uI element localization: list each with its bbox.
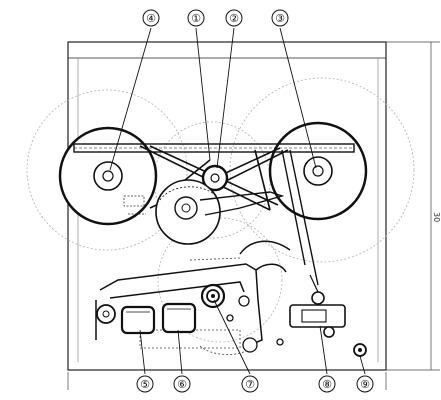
callout-3-label: ③: [275, 12, 285, 25]
callout-6: ⑥: [173, 375, 191, 393]
tape-guide-bar: [73, 143, 355, 153]
record-play-head: [161, 302, 197, 334]
callout-1-label: ①: [191, 12, 201, 25]
right-reel: [268, 121, 368, 221]
callout-5: ⑤: [136, 375, 154, 393]
callout-8: ⑧: [318, 375, 336, 393]
left-reel: [58, 126, 158, 226]
callout-2: ②: [225, 9, 243, 27]
flywheel: [155, 179, 221, 245]
lever-switch-block: [289, 274, 346, 338]
erase-head: [120, 305, 156, 335]
callout-7-label: ⑦: [245, 378, 255, 391]
height-dimension-line: [386, 41, 440, 371]
callout-3: ③: [271, 9, 289, 27]
callout-7: ⑦: [241, 375, 259, 393]
idler-mechanism: [123, 195, 146, 215]
tension-arm: [199, 149, 319, 286]
bottom-dimension-line: [67, 372, 387, 390]
callout-6-label: ⑥: [177, 378, 187, 391]
callout-1: ①: [187, 9, 205, 27]
callout-8-label: ⑧: [322, 378, 332, 391]
callout-9: ⑨: [356, 375, 374, 393]
callout-leader-lines: [109, 27, 366, 375]
callout-4-label: ④: [146, 12, 156, 25]
callout-4: ④: [142, 9, 160, 27]
deck-chassis: [67, 41, 387, 371]
dimension-label: 30: [432, 212, 441, 222]
head-assembly-frame: [95, 240, 291, 346]
small-rollers: [226, 295, 284, 353]
callout-2-label: ②: [229, 12, 239, 25]
callout-5-label: ⑤: [140, 378, 150, 391]
pinch-roller-left: [96, 304, 116, 324]
central-pulley: [201, 164, 229, 192]
callout-9-label: ⑨: [360, 378, 370, 391]
control-knob: [353, 343, 367, 357]
capstan-shaft: [200, 283, 226, 309]
